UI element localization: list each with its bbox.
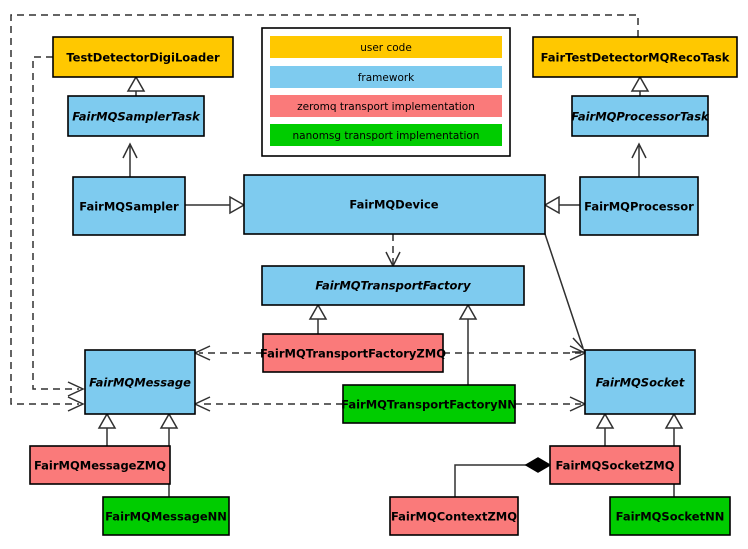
- legend-item-user-code: user code: [270, 36, 502, 58]
- edge-processor-to-processortask: [631, 142, 647, 177]
- legend-item-framework: framework: [270, 66, 502, 88]
- class-node-fairmqmessage[interactable]: FairMQMessage: [84, 349, 196, 415]
- class-label: FairMQSampler: [79, 200, 179, 214]
- class-node-fairmqtransportfactorynn[interactable]: FairMQTransportFactoryNN: [341, 384, 517, 424]
- legend-item-nanomsg: nanomsg transport implementation: [270, 124, 502, 146]
- legend-swatch-zeromq: [270, 95, 502, 117]
- class-node-fairmqdevice[interactable]: FairMQDevice: [243, 174, 546, 235]
- edge-processor-to-device: [543, 195, 580, 215]
- edge-sampler-to-samplertask: [122, 142, 138, 177]
- class-label: FairMQMessage: [89, 376, 191, 390]
- legend-label-nanomsg: nanomsg transport implementation: [293, 130, 480, 142]
- legend-swatch-nanomsg: [270, 124, 502, 146]
- class-node-fairmqtransportfactoryzmq[interactable]: FairMQTransportFactoryZMQ: [260, 333, 446, 373]
- class-label: FairMQSamplerTask: [72, 110, 201, 124]
- legend-swatch-user-code: [270, 36, 502, 58]
- edge-tfnn-to-socket: [515, 396, 587, 412]
- edge-contextzmq-to-socketzmq: [454, 457, 552, 497]
- class-node-fairmqmessagezmq[interactable]: FairMQMessageZMQ: [29, 445, 171, 485]
- class-node-fairmqtransportfactory[interactable]: FairMQTransportFactory: [261, 265, 525, 306]
- legend: user code framework zeromq transport imp…: [261, 27, 511, 157]
- legend-label-user-code: user code: [360, 42, 412, 54]
- edge-device-to-socket: [544, 233, 588, 353]
- class-label: FairMQProcessorTask: [571, 110, 710, 124]
- class-node-fairmqsocket[interactable]: FairMQSocket: [584, 349, 696, 415]
- class-node-fairmqcontextzmq[interactable]: FairMQContextZMQ: [389, 496, 519, 536]
- node-layer: TestDetectorDigiLoader FairTestDetectorM…: [29, 36, 738, 536]
- edge-layer: FairMQMessage (long dashed route, inner)…: [10, 14, 684, 497]
- legend-swatch-framework: [270, 66, 502, 88]
- edge-messagezmq-to-message: [97, 412, 117, 446]
- class-label: FairMQSocketNN: [616, 510, 725, 524]
- class-label: FairMQTransportFactory: [315, 279, 471, 293]
- class-label: FairMQContextZMQ: [391, 510, 517, 524]
- edge-tfnn-to-transportfactory: [458, 303, 478, 385]
- class-node-fairmqprocessortask[interactable]: FairMQProcessorTask: [571, 95, 710, 137]
- legend-label-framework: framework: [358, 72, 415, 84]
- edge-samplertask-to-digiloader: [126, 75, 146, 96]
- legend-item-zeromq: zeromq transport implementation: [270, 95, 502, 117]
- class-label: TestDetectorDigiLoader: [66, 51, 220, 65]
- class-label: FairMQProcessor: [584, 200, 694, 214]
- edge-sampler-to-device: [185, 195, 246, 215]
- class-label: FairMQMessageNN: [105, 510, 227, 524]
- class-label: FairTestDetectorMQRecoTask: [541, 51, 730, 65]
- class-node-fairmqsampler[interactable]: FairMQSampler: [72, 176, 186, 236]
- class-label: FairMQTransportFactoryNN: [341, 398, 517, 412]
- class-node-fairtestdetectormqrecotask[interactable]: FairTestDetectorMQRecoTask: [532, 36, 738, 78]
- class-node-fairmqsamplertask[interactable]: FairMQSamplerTask: [67, 95, 205, 137]
- edge-recotask-to-message: [10, 14, 639, 412]
- class-node-fairmqsocketzmq[interactable]: FairMQSocketZMQ: [549, 445, 681, 485]
- edge-tfzmq-to-message: [193, 345, 263, 361]
- edge-tfzmq-to-socket: [443, 345, 587, 361]
- class-node-fairmqprocessor[interactable]: FairMQProcessor: [579, 176, 699, 236]
- class-node-testdetectordigiloader[interactable]: TestDetectorDigiLoader: [52, 36, 234, 78]
- class-label: FairMQSocket: [596, 376, 685, 390]
- edge-tfzmq-to-transportfactory: [308, 303, 328, 334]
- class-label: FairMQDevice: [349, 198, 438, 212]
- class-label: FairMQSocketZMQ: [556, 459, 675, 473]
- edge-digiloader-to-message: [32, 56, 85, 397]
- edge-processortask-to-recotask: [630, 75, 650, 96]
- class-node-fairmqmessagenn[interactable]: FairMQMessageNN: [102, 496, 230, 536]
- edge-device-to-transportfactory: [385, 234, 401, 268]
- edge-tfnn-to-message: [193, 396, 343, 412]
- edge-socketzmq-to-socket: [595, 412, 615, 446]
- class-node-fairmqsocketnn[interactable]: FairMQSocketNN: [609, 496, 731, 536]
- class-label: FairMQTransportFactoryZMQ: [260, 347, 446, 361]
- legend-label-zeromq: zeromq transport implementation: [297, 101, 475, 113]
- class-label: FairMQMessageZMQ: [34, 459, 166, 473]
